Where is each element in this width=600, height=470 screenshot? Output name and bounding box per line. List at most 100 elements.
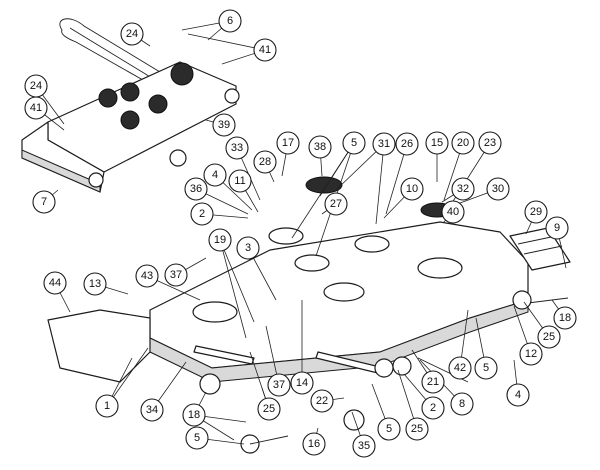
callout-circle xyxy=(421,396,445,420)
callout-circle xyxy=(32,190,56,214)
part-callout: 27 xyxy=(324,192,348,216)
callout-number: 36 xyxy=(190,183,202,195)
part-callout: 9 xyxy=(545,216,569,240)
callout-circle xyxy=(553,306,577,330)
callout-number: 4 xyxy=(212,169,218,181)
callout-leader-line xyxy=(106,347,149,407)
callout-circle xyxy=(190,202,214,226)
part-callout: 33 xyxy=(225,136,249,160)
part-callout: 39 xyxy=(212,113,236,137)
callout-circle xyxy=(537,325,561,349)
callout-circle xyxy=(506,383,530,407)
part-callout: 5 xyxy=(377,417,401,441)
part-callout: 32 xyxy=(451,177,475,201)
callout-number: 37 xyxy=(273,379,285,391)
spindle-pulley xyxy=(294,254,330,272)
part-callout: 36 xyxy=(184,177,208,201)
part-callout: 2 xyxy=(421,396,445,420)
inset-pulley xyxy=(98,88,118,108)
part-callout: 18 xyxy=(182,403,206,427)
callout-number: 44 xyxy=(49,277,61,289)
part-callout: 37 xyxy=(267,373,291,397)
callout-circle xyxy=(164,263,188,287)
blade xyxy=(193,345,255,365)
wheel-axle-bolt xyxy=(249,435,289,445)
callout-circle xyxy=(302,432,326,456)
inset-deck-assembly xyxy=(21,18,240,193)
part-callout: 26 xyxy=(395,132,419,156)
gauge-wheel xyxy=(512,290,532,310)
callout-number: 3 xyxy=(245,242,251,254)
inset-wheel xyxy=(169,149,187,167)
callout-circle xyxy=(228,169,252,193)
callout-circle xyxy=(208,228,232,252)
callout-number: 43 xyxy=(141,270,153,282)
callout-number: 41 xyxy=(30,102,42,114)
callout-number: 2 xyxy=(199,208,205,220)
callout-circle xyxy=(212,113,236,137)
callout-number: 5 xyxy=(386,423,392,435)
part-callout: 35 xyxy=(352,434,376,458)
callout-number: 28 xyxy=(259,156,271,168)
callout-number: 15 xyxy=(431,137,443,149)
gauge-wheel xyxy=(392,356,412,376)
part-callout: 41 xyxy=(253,38,277,62)
drive-belt-inner xyxy=(69,27,153,79)
callout-circle xyxy=(308,135,332,159)
callout-leader-line xyxy=(291,142,355,239)
callout-number: 14 xyxy=(296,377,308,389)
callout-number: 29 xyxy=(530,206,542,218)
callout-number: 39 xyxy=(218,119,230,131)
callout-circle xyxy=(185,426,209,450)
part-callout: 16 xyxy=(302,432,326,456)
part-callout: 5 xyxy=(474,356,498,380)
part-callout: 34 xyxy=(140,398,164,422)
part-callout: 29 xyxy=(524,200,548,224)
spindle-pulley xyxy=(268,227,304,245)
callout-leader-line xyxy=(375,143,385,225)
callout-leader-line xyxy=(219,239,247,339)
callout-number: 35 xyxy=(358,440,370,452)
callout-circle xyxy=(253,150,277,174)
callout-number: 9 xyxy=(554,222,560,234)
gauge-wheel xyxy=(199,373,221,395)
callout-circle xyxy=(352,434,376,458)
callout-circle xyxy=(135,264,159,288)
callout-number: 37 xyxy=(170,269,182,281)
side-discharge-chute xyxy=(47,309,151,383)
part-callout: 18 xyxy=(553,306,577,330)
callout-circle xyxy=(140,398,164,422)
callout-circle xyxy=(276,131,300,155)
callout-number: 6 xyxy=(227,15,233,27)
spindle-housing xyxy=(192,301,238,323)
callout-circle xyxy=(448,356,472,380)
callout-circle xyxy=(451,177,475,201)
part-callout: 28 xyxy=(253,150,277,174)
callout-circle xyxy=(218,9,242,33)
callout-number: 20 xyxy=(457,137,469,149)
callout-circle xyxy=(95,394,119,418)
part-callout: 8 xyxy=(450,392,474,416)
inset-wheel xyxy=(224,88,240,104)
callout-circle xyxy=(400,177,424,201)
spindle-housing xyxy=(323,282,365,302)
spindle-pulley xyxy=(354,235,390,253)
part-callout: 25 xyxy=(257,397,281,421)
callout-number: 25 xyxy=(411,423,423,435)
callout-circle xyxy=(120,22,144,46)
top-pulley xyxy=(305,176,343,194)
callout-number: 19 xyxy=(214,234,226,246)
inset-pulley xyxy=(120,82,140,102)
gauge-wheel xyxy=(374,358,394,378)
callout-number: 27 xyxy=(330,198,342,210)
callout-number: 5 xyxy=(483,362,489,374)
callout-number: 41 xyxy=(259,44,271,56)
callout-number: 12 xyxy=(525,348,537,360)
callout-circle xyxy=(545,216,569,240)
part-callout: 44 xyxy=(43,271,67,295)
callout-number: 4 xyxy=(515,389,521,401)
shield-grille-line xyxy=(523,245,563,255)
part-callout: 15 xyxy=(425,131,449,155)
callout-circle xyxy=(203,163,227,187)
